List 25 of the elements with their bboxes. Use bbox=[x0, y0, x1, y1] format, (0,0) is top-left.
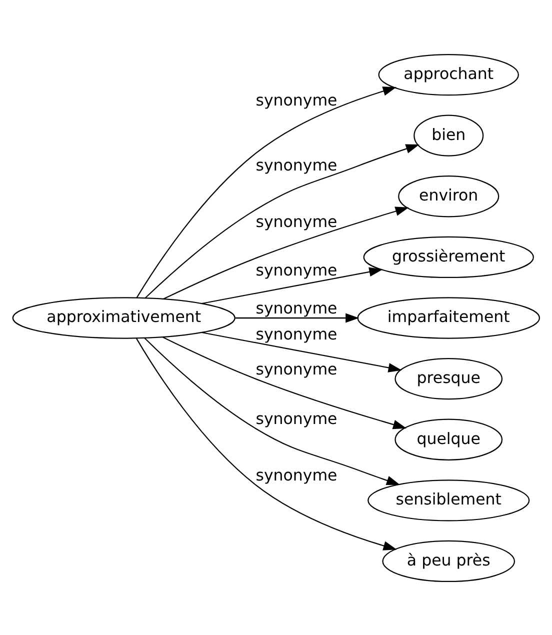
arrow bbox=[136, 86, 396, 298]
arrow bbox=[162, 336, 407, 429]
arrow bbox=[202, 266, 383, 304]
edge-label: synonyme bbox=[256, 90, 338, 109]
arrow bbox=[236, 312, 360, 322]
edge-label: synonyme bbox=[256, 464, 338, 484]
edge-label: synonyme bbox=[256, 408, 338, 428]
edge-label: synonyme bbox=[256, 324, 338, 344]
arrow bbox=[202, 331, 402, 372]
edge-label: synonyme bbox=[256, 212, 338, 231]
node-ellipse: imparfaitement bbox=[357, 296, 540, 338]
arrow bbox=[144, 144, 420, 298]
edge-label: synonyme bbox=[256, 260, 338, 279]
edge-label: synonyme bbox=[256, 359, 338, 378]
edge-label: synonyme bbox=[256, 155, 338, 174]
arrow bbox=[136, 338, 397, 550]
node-ellipse: environ bbox=[398, 175, 500, 217]
node-ellipse: quelque bbox=[394, 418, 503, 460]
arrow bbox=[144, 337, 400, 485]
node-ellipse: bien bbox=[414, 114, 484, 156]
node-ellipse: approximativement bbox=[12, 296, 236, 338]
node-ellipse: sensiblement bbox=[368, 479, 530, 521]
edge-label: synonyme bbox=[256, 298, 338, 318]
arrow bbox=[163, 206, 409, 300]
node-ellipse: presque bbox=[394, 357, 503, 400]
